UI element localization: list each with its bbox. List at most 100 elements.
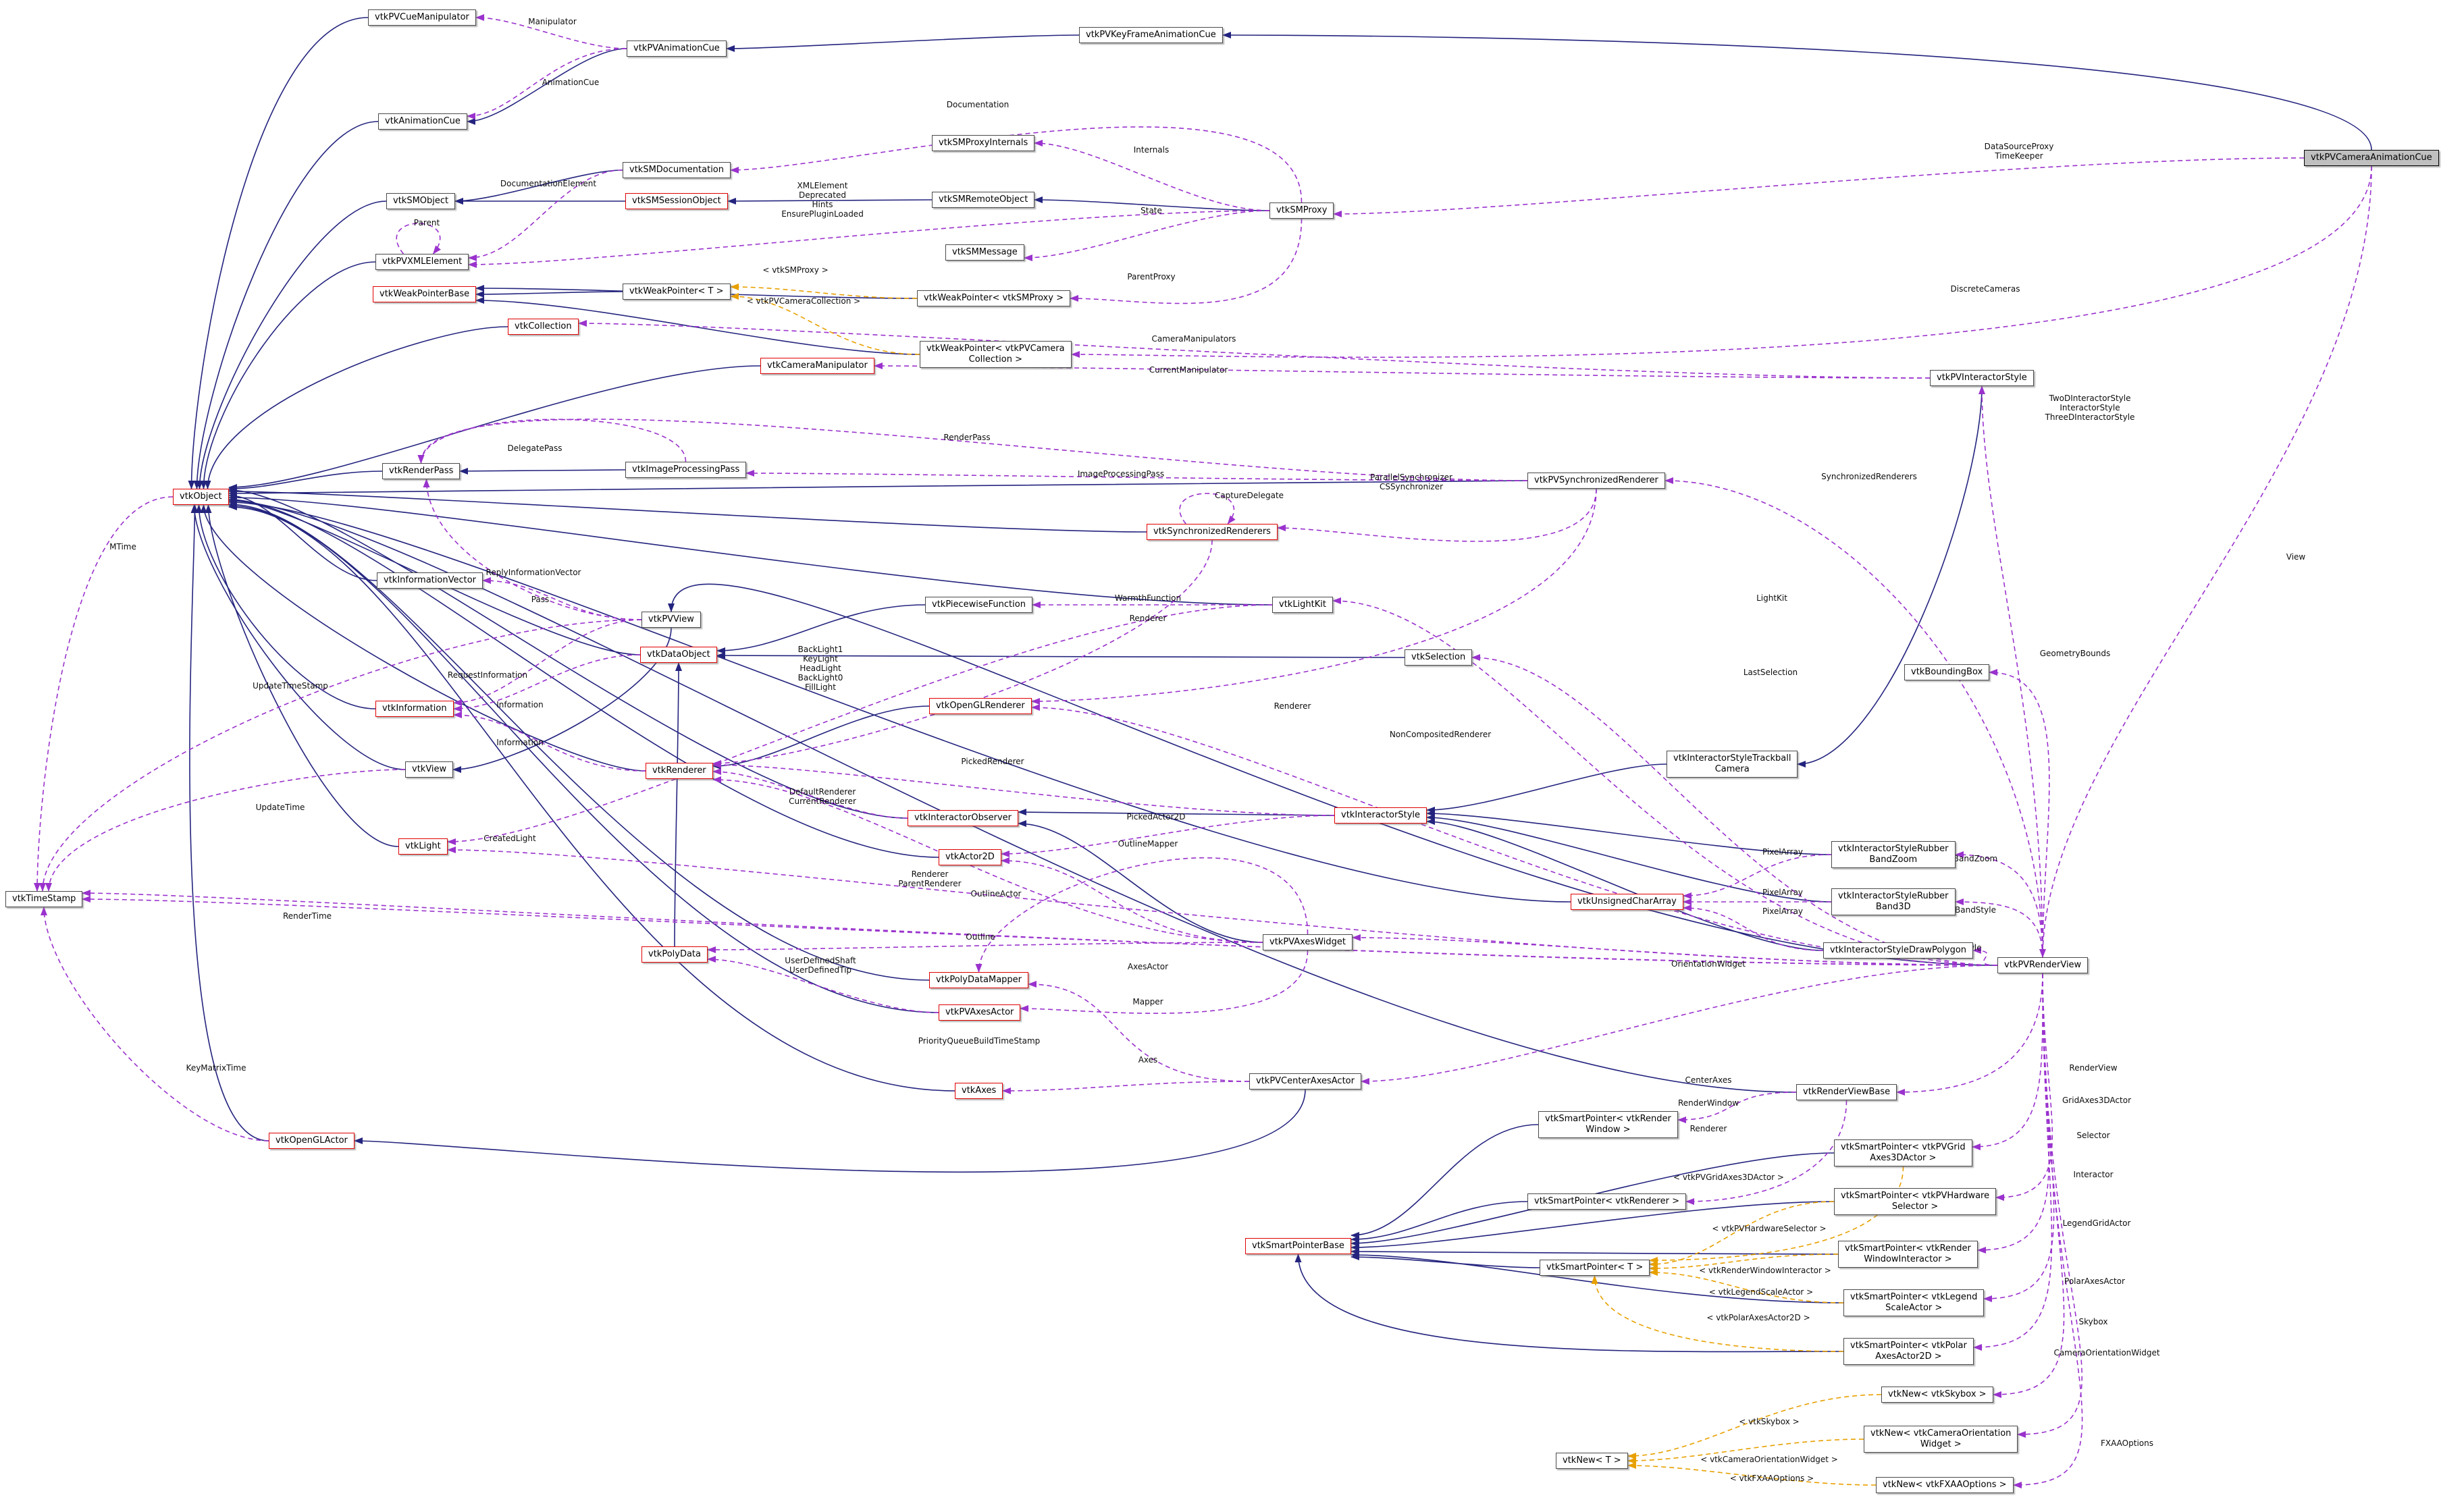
node-vtkpolydatamapper[interactable]: vtkPolyDataMapper xyxy=(929,972,1029,988)
node-vtkanimationcue[interactable]: vtkAnimationCue xyxy=(378,113,467,130)
node-vtkpvcuemanipulator[interactable]: vtkPVCueManipulator xyxy=(368,9,476,26)
node-vtkweakpointer-t[interactable]: vtkWeakPointer< T > xyxy=(623,284,731,300)
node-vtkdataobject[interactable]: vtkDataObject xyxy=(640,647,717,663)
edge-self-H xyxy=(396,223,441,254)
edge-label-pixelarray: PixelArray xyxy=(1762,907,1804,916)
node-vtkinteractorstyledrawpolygon[interactable]: vtkInteractorStyleDrawPolygon xyxy=(1823,942,1974,959)
node-vtknew-vtkfxaaoptions[interactable]: vtkNew< vtkFXAAOptions > xyxy=(1876,1477,2014,1493)
node-vtkpvinteractorstyle[interactable]: vtkPVInteractorStyle xyxy=(1930,370,2034,386)
edge-label-pickedrenderer: PickedRenderer xyxy=(961,757,1024,766)
node-vtkpvsynchronizedrenderer[interactable]: vtkPVSynchronizedRenderer xyxy=(1527,473,1665,489)
node-vtksmremoteobject[interactable]: vtkSMRemoteObject xyxy=(932,192,1035,208)
edge-label-renderwindow: RenderWindow xyxy=(1677,1098,1739,1108)
node-vtksmartpointer-vtkrenderer[interactable]: vtkSmartPointer< vtkRenderer > xyxy=(1527,1193,1686,1210)
node-vtknew-vtkcameraorientation-widget[interactable]: vtkNew< vtkCameraOrientation Widget > xyxy=(1864,1426,2018,1453)
node-vtkpvkeyframeanimationcue[interactable]: vtkPVKeyFrameAnimationCue xyxy=(1079,27,1223,43)
node-vtklightkit[interactable]: vtkLightKit xyxy=(1272,597,1333,613)
node-vtkpvview[interactable]: vtkPVView xyxy=(641,612,701,628)
node-vtksmartpointer-vtklegend-scaleactor[interactable]: vtkSmartPointer< vtkLegend ScaleActor > xyxy=(1843,1289,1985,1316)
node-vtksmartpointer-vtkpvhardware-selector[interactable]: vtkSmartPointer< vtkPVHardware Selector … xyxy=(1834,1188,1997,1215)
edge-BB-BD xyxy=(1685,1100,1847,1205)
node-vtkunsignedchararray[interactable]: vtkUnsignedCharArray xyxy=(1571,894,1683,910)
edge-X-U xyxy=(417,419,1528,481)
node-vtksmproxyinternals[interactable]: vtkSMProxyInternals xyxy=(932,135,1035,151)
node-vtkcollection[interactable]: vtkCollection xyxy=(508,319,579,335)
node-vtkpvaxeswidget[interactable]: vtkPVAxesWidget xyxy=(1263,934,1353,950)
node-vtkweakpointerbase[interactable]: vtkWeakPointerBase xyxy=(373,286,477,302)
node-vtklight[interactable]: vtkLight xyxy=(398,838,448,855)
node-vtkrenderviewbase[interactable]: vtkRenderViewBase xyxy=(1796,1084,1897,1100)
node-vtkpvanimationcue[interactable]: vtkPVAnimationCue xyxy=(627,41,727,57)
edge-label-vtklegendscaleactor: < vtkLegendScaleActor > xyxy=(1708,1287,1814,1297)
edge-L-E xyxy=(730,126,1303,203)
node-vtkrenderpass[interactable]: vtkRenderPass xyxy=(382,463,461,479)
node-vtkobject[interactable]: vtkObject xyxy=(173,489,229,505)
node-vtkinformationvector[interactable]: vtkInformationVector xyxy=(377,572,483,589)
edge-AL-AI xyxy=(712,761,1335,816)
node-vtksmartpointer-vtkpvgrid-axes3dactor[interactable]: vtkSmartPointer< vtkPVGrid Axes3DActor > xyxy=(1834,1139,1972,1166)
edge-label-pass: Pass xyxy=(531,595,550,604)
node-vtkpolydata[interactable]: vtkPolyData xyxy=(641,946,708,963)
edge-label-requestinformation: RequestInformation xyxy=(447,670,528,680)
edge-label-vtkskybox: < vtkSkybox > xyxy=(1739,1417,1800,1426)
node-vtkinteractorstylerubber-bandzoom[interactable]: vtkInteractorStyleRubber BandZoom xyxy=(1831,841,1956,868)
node-vtkinteractorstyletrackball-camera[interactable]: vtkInteractorStyleTrackball Camera xyxy=(1667,751,1798,778)
node-vtkcameramanipulator[interactable]: vtkCameraManipulator xyxy=(760,358,874,374)
node-vtkimageprocessingpass[interactable]: vtkImageProcessingPass xyxy=(625,462,747,478)
node-vtkselection[interactable]: vtkSelection xyxy=(1405,649,1473,666)
node-vtkpvcenteraxesactor[interactable]: vtkPVCenterAxesActor xyxy=(1249,1073,1361,1090)
edge-label-animationcue: AnimationCue xyxy=(542,78,600,87)
edge-AS-AM xyxy=(1001,857,1263,943)
edge-label-updatetimestamp: UpdateTimeStamp xyxy=(253,681,328,691)
edge-AW-X xyxy=(1664,477,2043,958)
node-vtknew-t[interactable]: vtkNew< T > xyxy=(1556,1453,1628,1469)
node-vtksynchronizedrenderers[interactable]: vtkSynchronizedRenderers xyxy=(1147,524,1278,540)
node-vtkpvxmlelement[interactable]: vtkPVXMLElement xyxy=(375,254,469,270)
node-vtksmobject[interactable]: vtkSMObject xyxy=(386,193,456,209)
node-vtkaxes[interactable]: vtkAxes xyxy=(955,1083,1003,1099)
edge-V-U xyxy=(459,467,626,475)
node-vtkpiecewisefunction[interactable]: vtkPiecewiseFunction xyxy=(925,597,1032,613)
edge-L-O xyxy=(1070,218,1303,304)
node-vtkinteractorstylerubber-band3d[interactable]: vtkInteractorStyleRubber Band3D xyxy=(1831,888,1956,915)
node-vtkinformation[interactable]: vtkInformation xyxy=(375,701,454,717)
edge-label-geometrybounds: GeometryBounds xyxy=(2039,649,2111,658)
node-vtksmartpointer-t[interactable]: vtkSmartPointer< T > xyxy=(1540,1260,1650,1276)
edge-label-parent: Parent xyxy=(413,218,440,227)
node-vtkpvaxesactor[interactable]: vtkPVAxesActor xyxy=(939,1004,1021,1021)
edge-AW-AS xyxy=(1352,934,1998,966)
node-vtkview[interactable]: vtkView xyxy=(405,761,454,778)
edge-AP-AL xyxy=(1426,810,1832,855)
node-vtkweakpointer-vtkpvcamera-collection[interactable]: vtkWeakPointer< vtkPVCamera Collection > xyxy=(920,341,1072,368)
node-vtkinteractorobserver[interactable]: vtkInteractorObserver xyxy=(908,810,1018,826)
edge-V-U xyxy=(417,419,687,464)
node-vtkpvrenderview[interactable]: vtkPVRenderView xyxy=(1997,957,2089,973)
node-vtkinteractorstyle[interactable]: vtkInteractorStyle xyxy=(1334,807,1427,824)
node-vtksmartpointer-vtkrender-window[interactable]: vtkSmartPointer< vtkRender Window > xyxy=(1538,1111,1678,1138)
node-vtknew-vtkskybox[interactable]: vtkNew< vtkSkybox > xyxy=(1881,1387,1993,1403)
node-vtksmsessionobject[interactable]: vtkSMSessionObject xyxy=(625,193,728,209)
node-vtktimestamp[interactable]: vtkTimeStamp xyxy=(5,891,83,907)
node-vtkactor2d[interactable]: vtkActor2D xyxy=(939,849,1001,865)
edge-AO-T xyxy=(228,499,1571,903)
node-vtkopenglactor[interactable]: vtkOpenGLActor xyxy=(269,1133,355,1149)
edge-label-legendgridactor: LegendGridActor xyxy=(2062,1218,2131,1228)
edge-AK-AI xyxy=(712,768,908,819)
node-vtksmartpointer-vtkpolar-axesactor2d[interactable]: vtkSmartPointer< vtkPolar AxesActor2D > xyxy=(1843,1338,1974,1365)
node-vtksmartpointerbase[interactable]: vtkSmartPointerBase xyxy=(1245,1238,1351,1254)
edge-AX-BA xyxy=(354,1089,1306,1173)
edge-label-documentation: Documentation xyxy=(946,100,1010,109)
node-vtkrenderer[interactable]: vtkRenderer xyxy=(646,763,713,779)
node-vtkweakpointer-vtksmproxy[interactable]: vtkWeakPointer< vtkSMProxy > xyxy=(917,290,1070,306)
edge-label-information: Information xyxy=(496,700,544,709)
edge-BC-BE xyxy=(1351,1124,1539,1239)
node-vtkboundingbox[interactable]: vtkBoundingBox xyxy=(1904,664,1990,680)
node-vtksmartpointer-vtkrender-windowinteractor[interactable]: vtkSmartPointer< vtkRender WindowInterac… xyxy=(1838,1241,1978,1268)
node-vtkopenglrenderer[interactable]: vtkOpenGLRenderer xyxy=(929,698,1032,714)
node-vtksmdocumentation[interactable]: vtkSMDocumentation xyxy=(623,162,731,178)
edge-label-cameramanipulators: CameraManipulators xyxy=(1151,334,1236,344)
edge-AT-AC xyxy=(674,662,682,947)
edge-label-updatetime: UpdateTime xyxy=(255,803,305,812)
node-vtksmproxy[interactable]: vtkSMProxy xyxy=(1269,203,1334,219)
node-vtksmmessage[interactable]: vtkSMMessage xyxy=(945,244,1024,261)
